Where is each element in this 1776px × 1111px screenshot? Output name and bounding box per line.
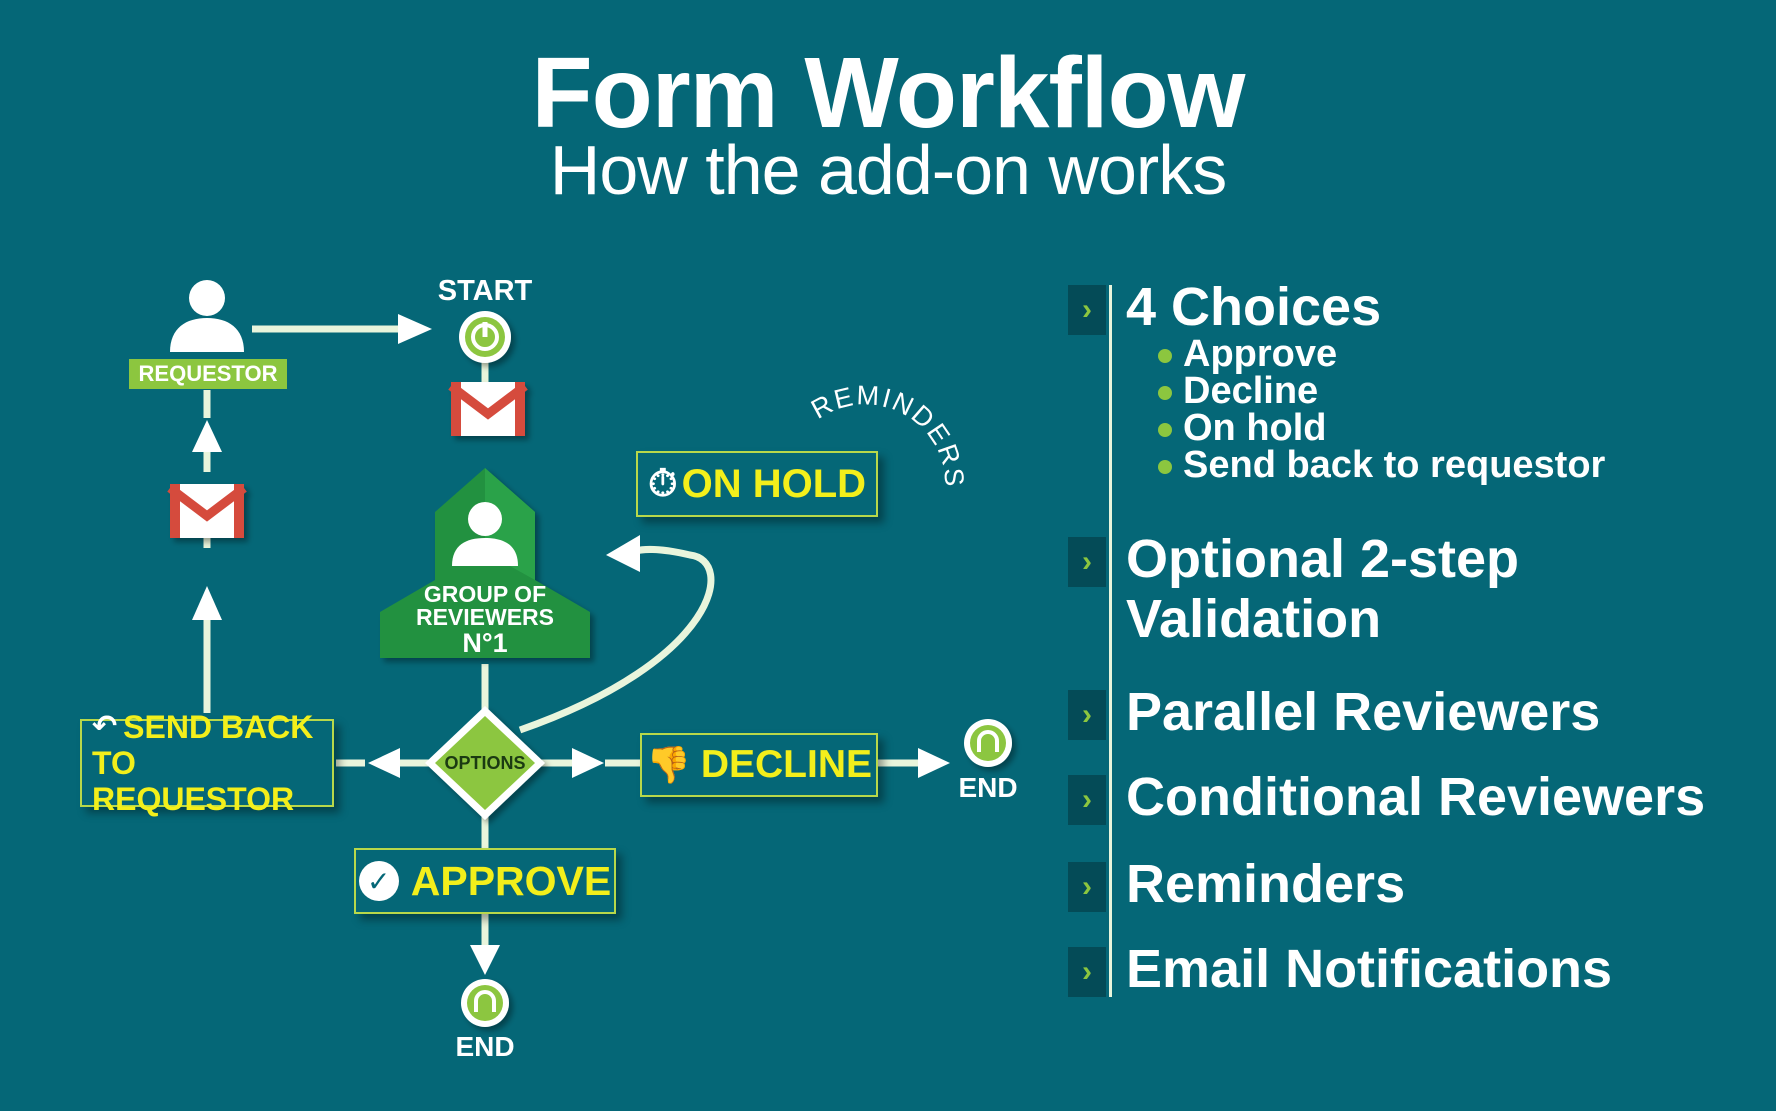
choice-label: On hold (1183, 407, 1327, 449)
options-to-approve-connector (470, 815, 500, 975)
on-hold-label: ON HOLD (681, 461, 867, 506)
requestor-to-start-connector (252, 314, 432, 344)
group-label-line3: N°1 (462, 628, 508, 658)
reminders-curved-label: REMINDERS (806, 380, 970, 489)
svg-text:REMINDERS: REMINDERS (806, 380, 970, 489)
chevron-right-icon: › (1068, 862, 1106, 912)
features-divider (1109, 285, 1112, 997)
approve-box: ✓ APPROVE (354, 848, 616, 914)
send-back-to-requestor-connector (192, 390, 222, 713)
end-label-right: END (958, 772, 1018, 803)
choice-label: Send back to requestor (1183, 444, 1606, 486)
choices-list: Approve Decline On hold Send back to req… (1158, 333, 1606, 486)
group-label-line1: GROUP OF (423, 581, 547, 607)
reminders-label: REMINDERS (806, 380, 968, 489)
options-to-decline-connector (540, 748, 950, 778)
workflow-diagram: START REQUESTOR GROUP OF REVIEWERS N°1 O… (80, 275, 1018, 1062)
end-icon (964, 719, 1012, 767)
send-back-label-line2: TO REQUESTOR (92, 745, 295, 817)
gmail-icon (167, 484, 247, 538)
features-list: › 4 Choices › Optional 2-step Validation… (1068, 277, 1768, 999)
checkmark-icon: ✓ (358, 861, 399, 901)
feature-label: Parallel Reviewers (1126, 682, 1601, 742)
options-to-send-back-connector (336, 748, 430, 778)
approve-label: APPROVE (410, 857, 612, 904)
thumbs-down-icon: 👎 (645, 744, 691, 785)
choice-item: Decline (1158, 370, 1605, 412)
feature-label: Optional 2-step (1126, 529, 1520, 589)
choice-item: Send back to requestor (1158, 444, 1606, 486)
page-subtitle: How the add-on works (549, 131, 1227, 209)
undo-arrow-icon: ↶ (92, 710, 118, 743)
group-of-reviewers-node (380, 468, 590, 658)
feature-label-line2: Validation (1126, 589, 1382, 649)
feature-label: 4 Choices (1126, 277, 1382, 337)
decline-label: DECLINE (700, 743, 872, 786)
bullet-icon (1158, 386, 1172, 400)
feature-label: Email Notifications (1126, 939, 1613, 999)
options-diamond (425, 706, 545, 820)
end-label-bottom: END (455, 1031, 515, 1062)
send-back-label-line1: SEND BACK (123, 709, 314, 745)
workflow-connectors (167, 280, 1012, 1027)
choice-item: On hold (1158, 407, 1605, 449)
requestor-user-icon (170, 280, 244, 352)
group-of-reviewers-label: GROUP OF REVIEWERS N°1 (395, 581, 575, 658)
stopwatch-icon: ⏱ (647, 462, 678, 505)
choice-label: Decline (1183, 370, 1319, 412)
chevron-right-icon: › (1068, 537, 1106, 587)
send-back-box: ↶ SEND BACK TO REQUESTOR (80, 709, 334, 817)
chevron-right-icon: › (1068, 947, 1106, 997)
gmail-icon (448, 382, 528, 436)
choice-label: Approve (1183, 333, 1338, 375)
bullet-icon (1158, 460, 1172, 474)
decline-box: 👎 DECLINE (640, 733, 878, 797)
feature-label: Reminders (1126, 854, 1406, 914)
start-label: START (437, 275, 533, 307)
bullet-icon (1158, 349, 1172, 363)
options-label: OPTIONS (444, 753, 526, 773)
chevron-right-icon: › (1068, 690, 1106, 740)
end-icon (461, 979, 509, 1027)
on-hold-box: ⏱ ON HOLD (636, 451, 878, 517)
on-hold-loop-connector (518, 535, 715, 734)
page-title: Form Workflow (531, 37, 1246, 149)
bullet-icon (1158, 423, 1172, 437)
group-label-line2: REVIEWERS (415, 604, 555, 630)
feature-label: Conditional Reviewers (1126, 767, 1706, 827)
chevron-right-icon: › (1068, 775, 1106, 825)
choice-item: Approve (1158, 333, 1605, 375)
start-power-icon (459, 311, 511, 363)
chevron-right-icon: › (1068, 285, 1106, 335)
requestor-tag: REQUESTOR (129, 359, 287, 389)
